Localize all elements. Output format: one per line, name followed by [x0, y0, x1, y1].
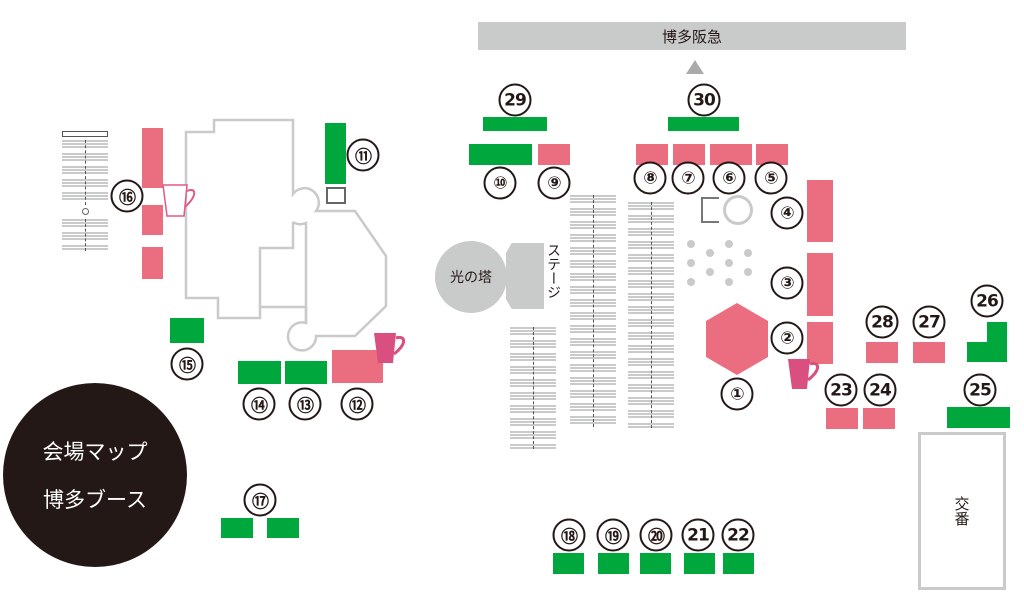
map-title-badge: 会場マップ 博多ブース: [3, 383, 187, 567]
seating-block: [62, 219, 108, 251]
booth-9[interactable]: [538, 144, 570, 165]
booth-number-15: ⑮: [170, 347, 204, 381]
booth-6[interactable]: [710, 144, 752, 165]
booth-number-27: 27: [912, 305, 946, 339]
booth-number-17: ⑰: [243, 483, 277, 517]
tower-of-light: 光の塔: [435, 241, 507, 313]
police-box-label: 交番: [952, 496, 971, 526]
booth-3[interactable]: [807, 253, 833, 316]
seating-block: [510, 327, 556, 449]
booth-18[interactable]: [553, 553, 584, 574]
booth-number-22: 22: [721, 518, 755, 552]
booth-number-26: 26: [970, 284, 1004, 318]
coffee-mug-icon: [162, 184, 196, 217]
booth-number-13: ⑬: [288, 387, 322, 421]
booth-number-16: ⑯: [110, 179, 144, 213]
booth-number-29: 29: [498, 83, 532, 117]
booth-number-3: ③: [770, 266, 804, 300]
booth-27[interactable]: [913, 342, 945, 363]
booth-number-6: ⑥: [712, 161, 746, 195]
booth-number-5: ⑤: [754, 161, 788, 195]
booth-7[interactable]: [673, 144, 705, 165]
booth-number-28: 28: [865, 305, 899, 339]
coffee-mug-icon: [374, 333, 406, 363]
booth-number-8: ⑧: [633, 161, 667, 195]
booth-8[interactable]: [636, 144, 668, 165]
seating-block: [570, 195, 616, 427]
booth-10[interactable]: [469, 144, 532, 165]
booth-number-1: ①: [720, 377, 754, 411]
booth-number-4: ④: [770, 196, 804, 230]
left-seating-header: [62, 131, 108, 137]
booth-number-10: ⑩: [483, 166, 517, 200]
hakata-hankyu-banner: 博多阪急: [478, 22, 906, 50]
booth-number-19: ⑲: [596, 518, 630, 552]
booth-24[interactable]: [863, 408, 895, 429]
coffee-mug-icon: [788, 359, 820, 389]
booth-13[interactable]: [285, 361, 327, 384]
booth-number-20: ⑳: [639, 518, 673, 552]
booth-16b[interactable]: [142, 205, 163, 235]
booth-number-21: 21: [681, 518, 715, 552]
booth-28[interactable]: [866, 342, 898, 363]
booth-17a[interactable]: [221, 518, 253, 538]
booth-14[interactable]: [238, 361, 281, 384]
booth-21[interactable]: [684, 553, 715, 574]
booth-17b[interactable]: [267, 518, 299, 538]
booth-number-14: ⑭: [242, 387, 276, 421]
booth-11-box: [326, 187, 346, 204]
police-box: 交番: [918, 432, 1006, 590]
booth-number-12: ⑫: [340, 387, 374, 421]
booth-29[interactable]: [483, 117, 547, 131]
booth-number-7: ⑦: [671, 161, 705, 195]
round-table: [723, 195, 753, 225]
booth-11[interactable]: [325, 123, 346, 184]
booth-16c[interactable]: [142, 247, 163, 279]
stage-platform: [506, 243, 544, 309]
booth-15[interactable]: [170, 318, 204, 343]
booth-25[interactable]: [947, 407, 1010, 428]
booth-number-24: 24: [863, 373, 897, 407]
booth-12[interactable]: [332, 350, 383, 383]
booth-number-30: 30: [687, 83, 721, 117]
booth-number-9: ⑨: [537, 166, 571, 200]
dot-seating: [687, 240, 752, 286]
booth-16a[interactable]: [142, 128, 163, 188]
stage-label: ステージ: [545, 243, 561, 299]
pillar-icon: [82, 208, 89, 215]
counter-bracket: [701, 197, 719, 223]
booth-19[interactable]: [598, 553, 629, 574]
booth-number-18: ⑱: [552, 518, 586, 552]
booth-number-23: 23: [824, 373, 858, 407]
booth-2[interactable]: [807, 322, 833, 364]
map-title-line1: 会場マップ: [42, 440, 148, 464]
booth-23[interactable]: [826, 408, 858, 429]
booth-number-25: 25: [963, 373, 997, 407]
seating-block: [62, 140, 108, 205]
booth-number-11: ⑪: [346, 138, 380, 172]
map-title-line2: 博多ブース: [43, 488, 147, 512]
booth-30[interactable]: [668, 117, 739, 131]
booth-4[interactable]: [807, 180, 833, 242]
seating-block: [628, 202, 674, 428]
booth-5[interactable]: [756, 144, 788, 165]
booth-22[interactable]: [723, 553, 754, 574]
booth-number-2: ②: [770, 321, 804, 355]
booth-20[interactable]: [640, 553, 671, 574]
entrance-triangle-icon: [686, 60, 704, 74]
